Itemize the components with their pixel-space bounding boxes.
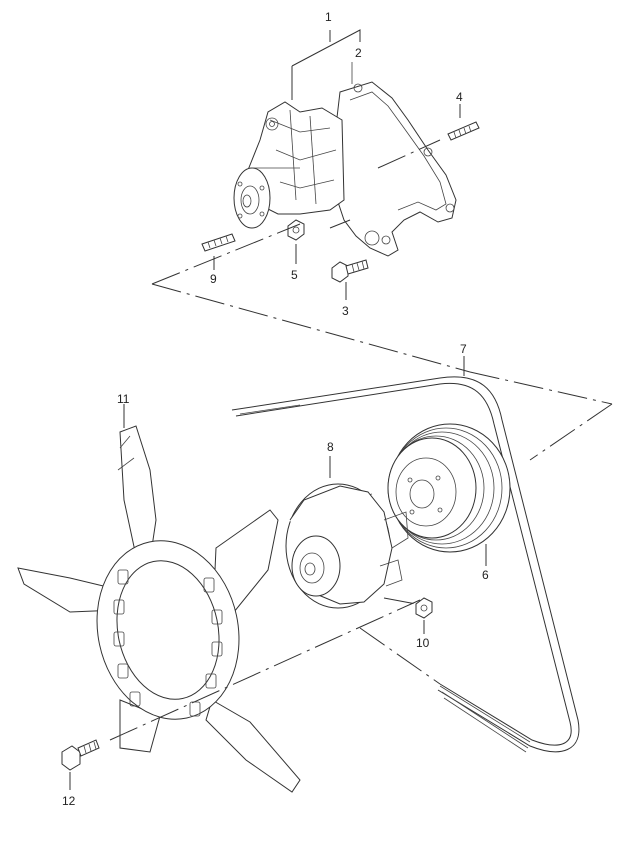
callout-8: 8 (327, 440, 334, 454)
nut-10 (383, 597, 433, 634)
cooling-fan (17, 404, 301, 793)
center-axis-line (109, 599, 421, 741)
callout-7: 7 (460, 342, 467, 356)
callout-10: 10 (416, 636, 430, 650)
callout-5: 5 (291, 268, 298, 282)
belt-guide-line (359, 627, 441, 685)
callout-3: 3 (342, 304, 349, 318)
v-belt (231, 371, 613, 753)
callout-9: 9 (210, 272, 217, 286)
callout-12: 12 (62, 794, 76, 808)
water-pump (201, 62, 480, 283)
callout-1: 1 (325, 10, 332, 24)
fan-clutch (285, 456, 409, 609)
bolt-12 (61, 739, 100, 790)
callout-4: 4 (456, 90, 463, 104)
callout-11: 11 (117, 392, 130, 406)
callout-2: 2 (355, 46, 362, 60)
top-reference-lines (151, 29, 471, 373)
pulley (387, 423, 511, 553)
callout-6: 6 (482, 568, 489, 582)
